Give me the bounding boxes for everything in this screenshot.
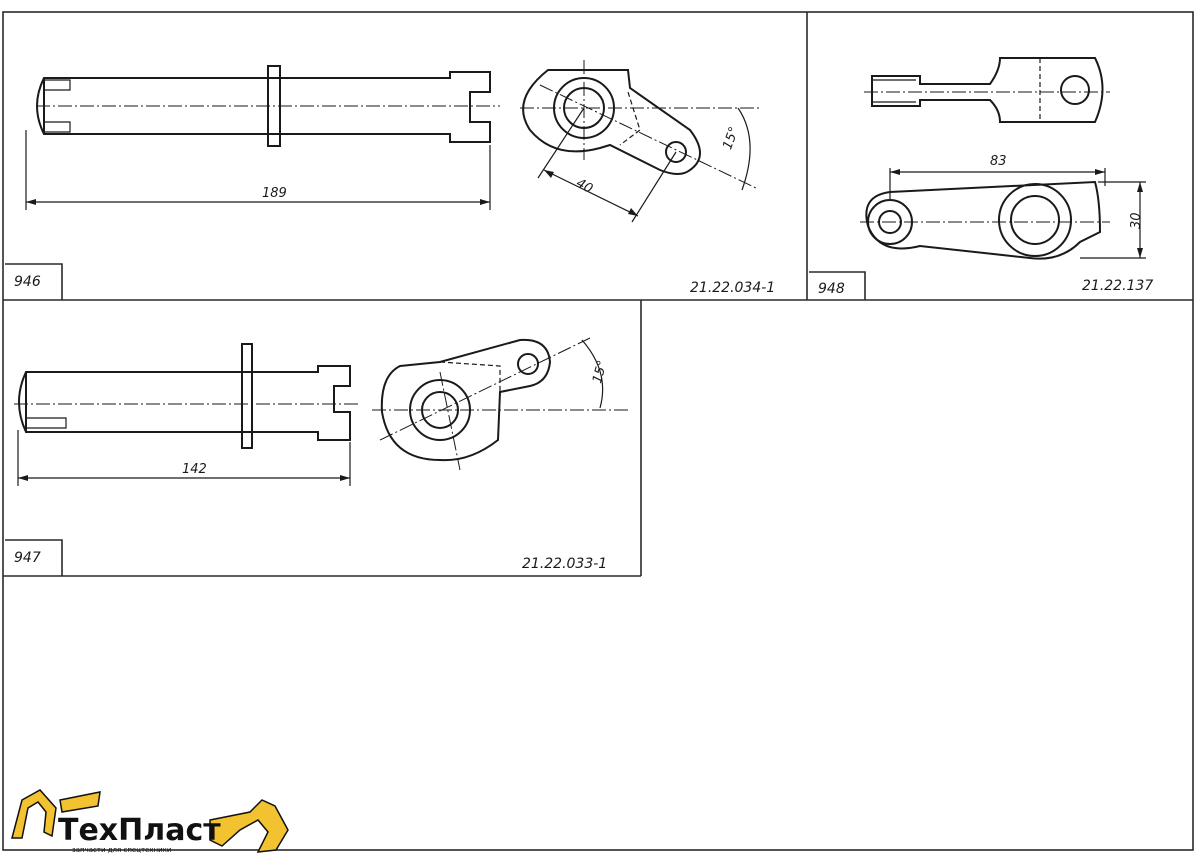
dim-948-height: 30	[1129, 212, 1144, 229]
logo-tagline: запчасти для спецтехники	[72, 846, 171, 854]
lever-946	[520, 60, 760, 223]
techplast-logo: ТехПласт запчасти для спецтехники	[11, 789, 289, 854]
panel-947-id: 947	[14, 550, 41, 566]
excavator-right-icon	[209, 799, 289, 853]
panel-946-id: 946	[14, 274, 41, 290]
panel-947: 142 15° 947 21.22.033-1	[14, 337, 630, 572]
excavator-left-icon	[11, 789, 57, 839]
logo-text: ТехПласт	[58, 813, 221, 848]
panel-946-part-number: 21.22.034-1	[690, 280, 775, 296]
panel-frames	[3, 12, 1193, 577]
dim-947-angle: 15°	[590, 359, 610, 385]
dim-947-length: 142	[182, 462, 207, 477]
fork-948-top	[864, 57, 1110, 123]
panel-946: 189 40 15° 946 21.22.034-1	[14, 60, 775, 296]
shaft-946	[25, 65, 500, 210]
sheet-border	[2, 11, 1194, 851]
panel-948: 83 30 948 21.22.137	[818, 57, 1153, 297]
panel-947-part-number: 21.22.033-1	[522, 556, 607, 572]
link-948-side	[860, 168, 1146, 260]
dim-946-offset: 40	[573, 176, 595, 197]
dim-946-length: 189	[262, 186, 287, 201]
shaft-947	[14, 343, 360, 486]
dim-948-length: 83	[990, 154, 1007, 169]
lever-947	[372, 337, 630, 471]
dim-946-angle: 15°	[720, 125, 742, 152]
panel-948-id: 948	[818, 281, 845, 297]
panel-948-part-number: 21.22.137	[1082, 278, 1153, 294]
